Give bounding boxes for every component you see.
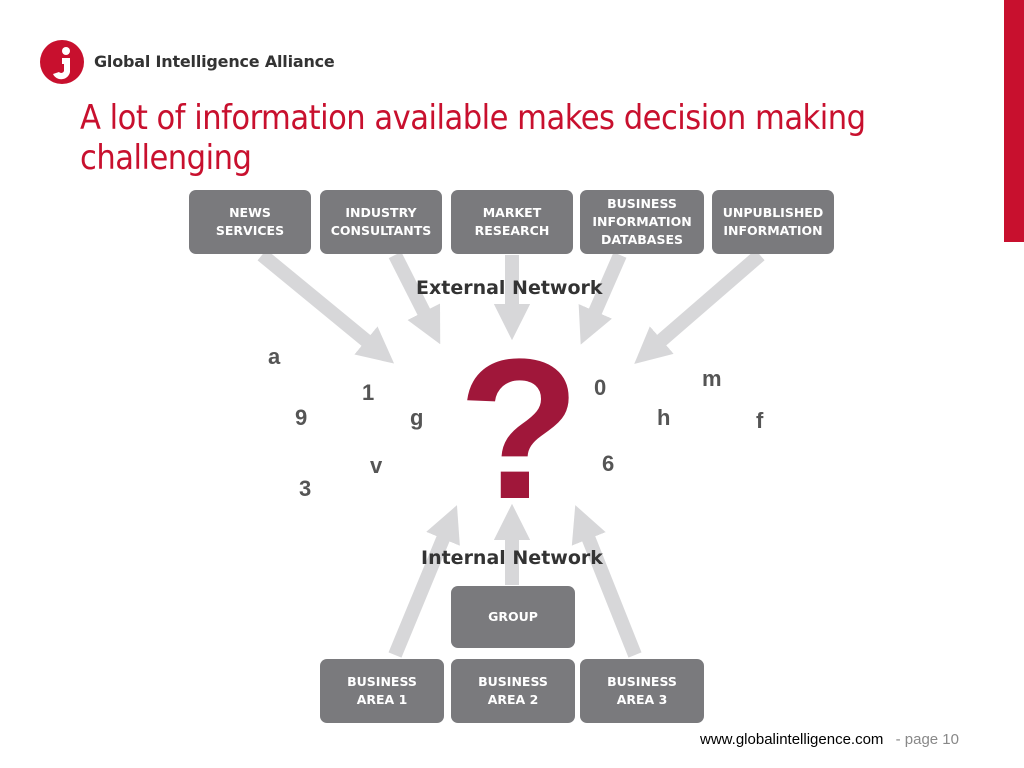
external-network-label: External Network <box>416 277 603 299</box>
char-h: h <box>657 405 671 430</box>
arrow-databases <box>578 252 627 345</box>
logo: Global Intelligence Alliance <box>38 38 338 86</box>
arrow-consultants <box>388 251 441 345</box>
char-a: a <box>268 344 281 369</box>
arrow-area3 <box>571 505 642 658</box>
char-v: v <box>370 453 383 478</box>
char-m: m <box>702 366 722 391</box>
question-mark: ? <box>458 318 581 541</box>
internal-network-label: Internal Network <box>421 547 603 569</box>
arrow-area1 <box>388 505 460 658</box>
source-business-databases: BUSINESS INFORMATION DATABASES <box>580 190 704 254</box>
source-unpublished-information: UNPUBLISHED INFORMATION <box>712 190 834 254</box>
source-industry-consultants: INDUSTRY CONSULTANTS <box>320 190 442 254</box>
char-3: 3 <box>299 476 312 501</box>
source-market-research: MARKET RESEARCH <box>451 190 573 254</box>
logo-text: Global Intelligence Alliance <box>94 52 335 71</box>
business-area-1: BUSINESS AREA 1 <box>320 659 444 723</box>
char-f: f <box>756 408 764 433</box>
group-box: GROUP <box>451 586 575 648</box>
char-9: 9 <box>295 405 308 430</box>
business-area-3: BUSINESS AREA 3 <box>580 659 704 723</box>
footer-url: www.globalintelligence.com <box>700 731 884 748</box>
business-area-2: BUSINESS AREA 2 <box>451 659 575 723</box>
char-g: g <box>410 405 424 430</box>
slide-title: A lot of information available makes dec… <box>80 98 866 178</box>
char-0: 0 <box>594 375 607 400</box>
gi-logo-icon <box>40 40 84 84</box>
char-1: 1 <box>362 380 375 405</box>
arrow-unpublished <box>634 249 765 364</box>
accent-bar <box>1004 0 1024 242</box>
char-6: 6 <box>602 451 615 476</box>
page-number: - page 10 <box>895 731 959 748</box>
arrow-news <box>257 249 395 364</box>
footer: www.globalintelligence.com - page 10 <box>700 731 959 748</box>
source-news-services: NEWS SERVICES <box>189 190 311 254</box>
